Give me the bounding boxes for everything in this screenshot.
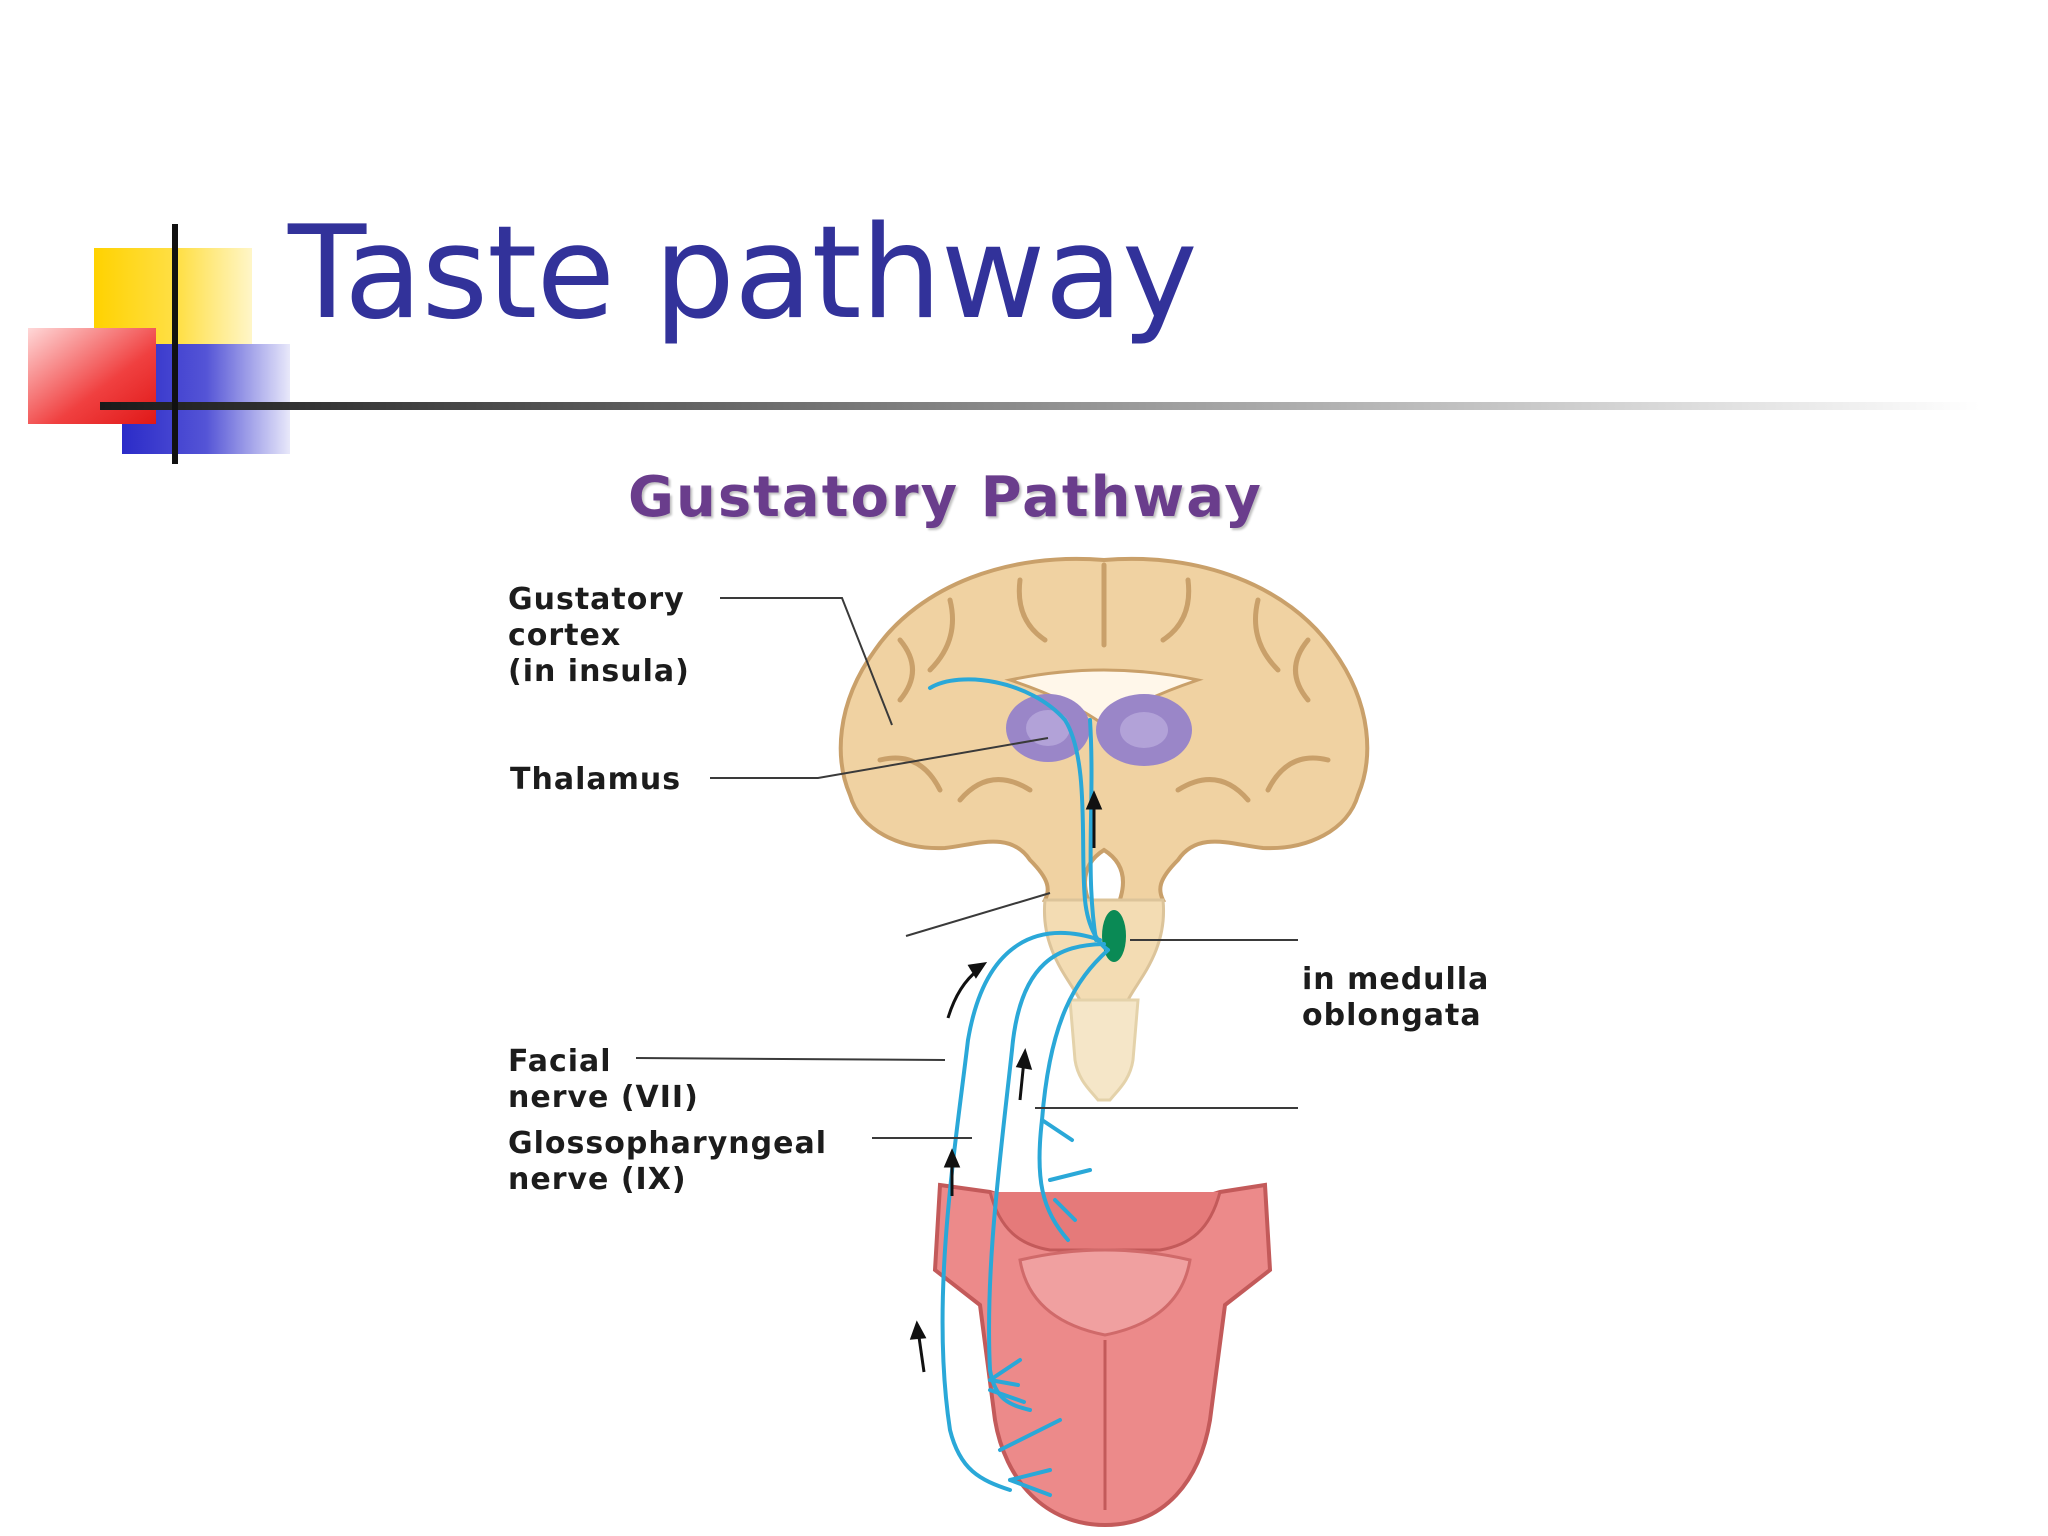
- title-rule: [100, 402, 1980, 410]
- direction-arrows: [909, 790, 1103, 1373]
- label-facial-nerve: Facial nerve (VII): [508, 1044, 699, 1115]
- diagram-title: Gustatory Pathway: [628, 465, 1263, 530]
- brain-section: [838, 556, 1370, 1102]
- label-glossopharyngeal-nerve: Glossopharyngeal nerve (IX): [508, 1126, 827, 1197]
- slide-title: Taste pathway: [288, 199, 1198, 348]
- vertical-rule: [172, 224, 178, 464]
- label-gustatory-cortex: Gustatory cortex (in insula): [508, 582, 690, 689]
- leader-lines: [635, 597, 1298, 1139]
- tongue: [932, 1182, 1273, 1528]
- label-medulla-oblongata: in medulla oblongata: [1302, 962, 1490, 1033]
- label-thalamus: Thalamus: [510, 762, 682, 797]
